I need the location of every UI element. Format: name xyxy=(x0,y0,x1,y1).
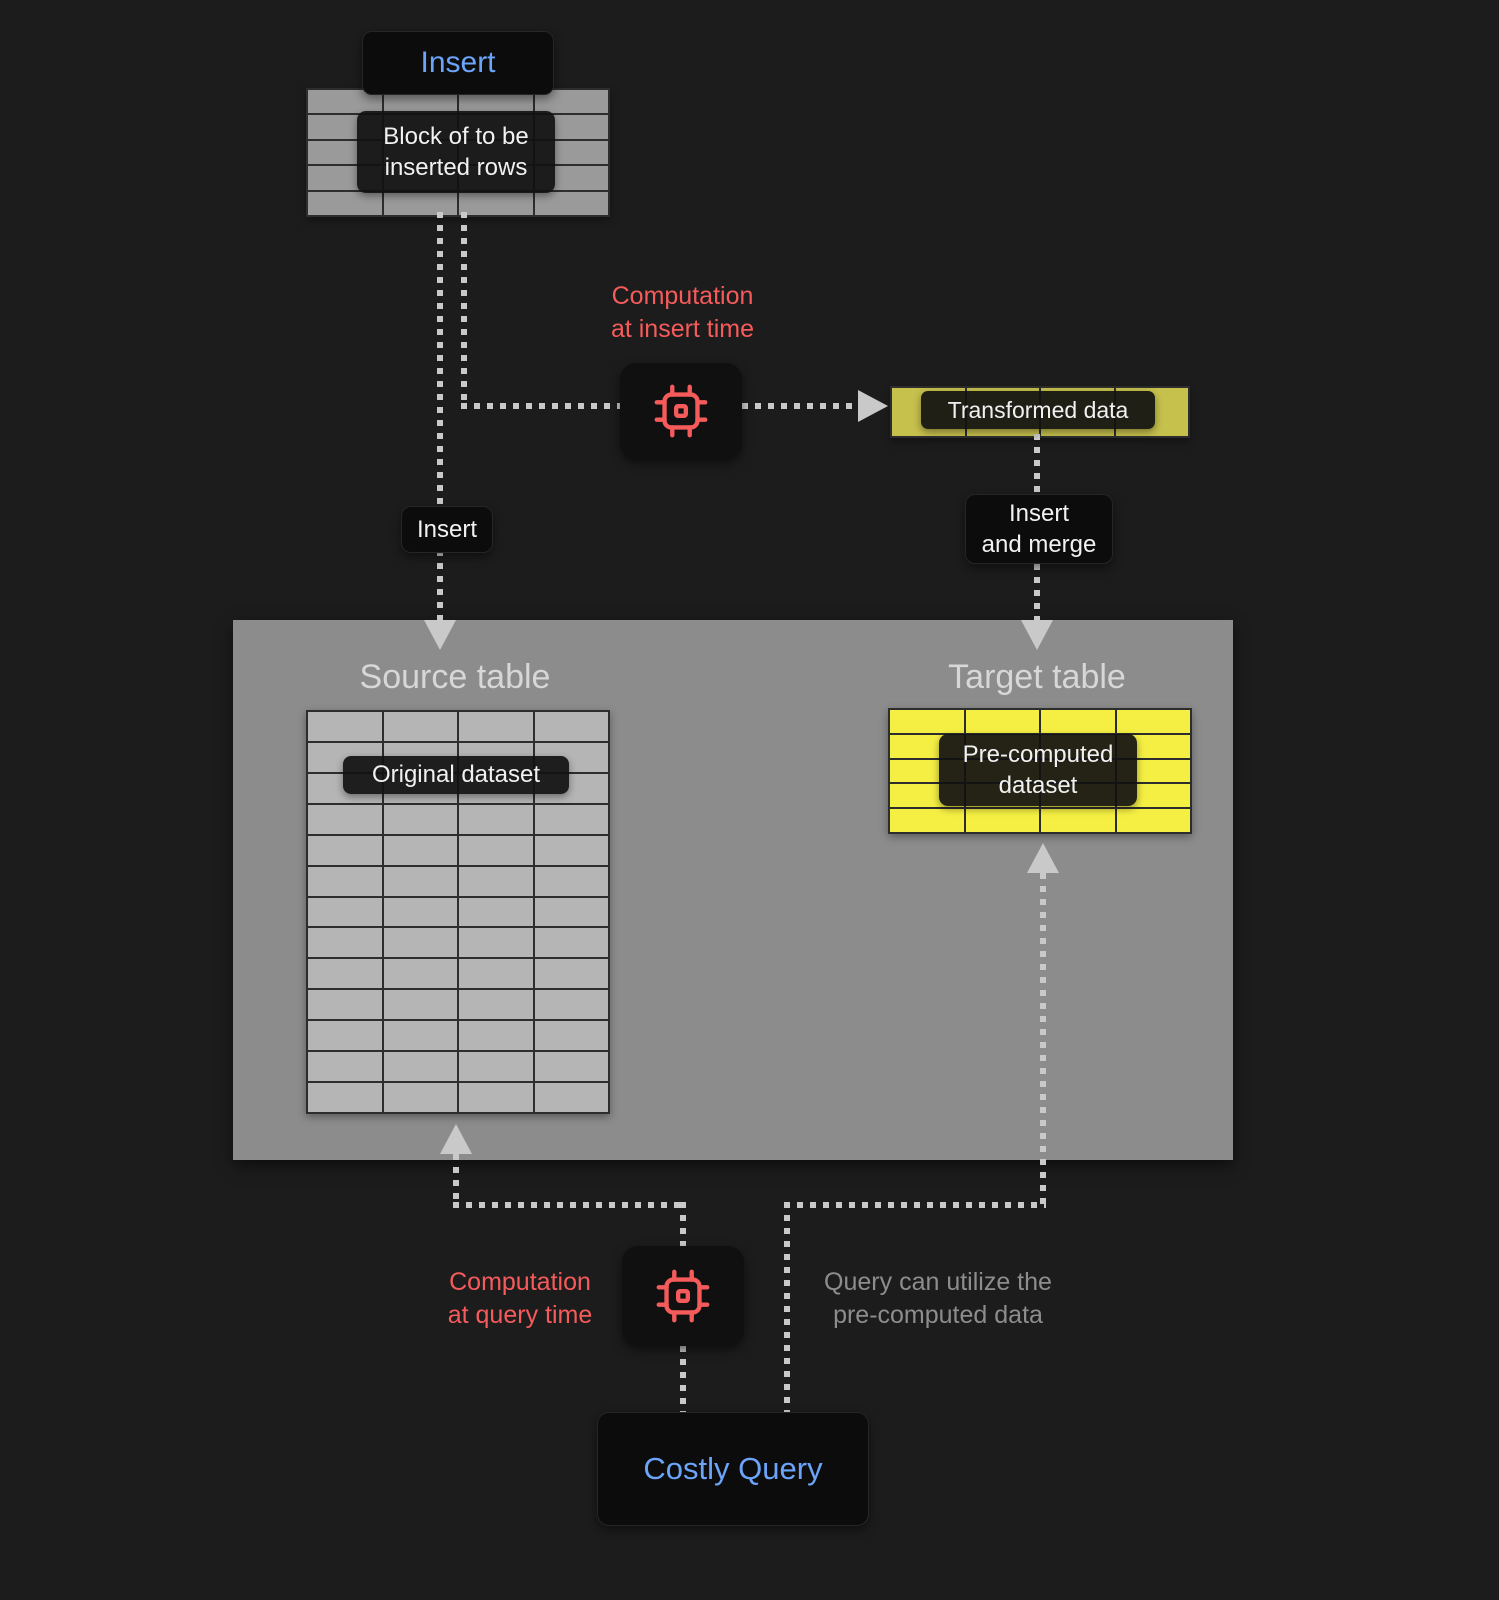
table-cell xyxy=(459,1021,533,1051)
table-cell xyxy=(534,804,608,834)
arrow-right-icon xyxy=(858,390,888,422)
insert-title-label: Insert xyxy=(420,46,496,79)
table-cell xyxy=(534,712,608,741)
insert-merge-label: Insert and merge xyxy=(965,494,1113,564)
table-cell xyxy=(965,809,1039,832)
table-cell xyxy=(534,866,608,896)
table-cell xyxy=(890,710,964,733)
table-cell xyxy=(308,928,382,958)
edge-costly-to-target-h xyxy=(784,1202,1046,1208)
table-cell xyxy=(534,191,608,215)
arrow-down-icon xyxy=(1021,620,1053,650)
edge-computation-to-transformed xyxy=(742,403,860,409)
table-cell xyxy=(534,835,608,865)
edge-block-to-source xyxy=(437,212,443,622)
table-cell xyxy=(459,897,533,927)
table-cell xyxy=(308,835,382,865)
computation-insert-label: Computation at insert time xyxy=(610,282,755,343)
table-cell xyxy=(383,1021,457,1051)
edge-costly-to-target-v xyxy=(1040,873,1046,1208)
table-cell xyxy=(534,90,608,114)
table-cell xyxy=(459,990,533,1020)
edge-costly-to-note-v xyxy=(784,1202,790,1412)
table-cell xyxy=(308,1021,382,1051)
table-cell xyxy=(534,990,608,1020)
table-cell xyxy=(965,710,1039,733)
table-cell xyxy=(308,191,382,215)
table-cell xyxy=(1041,809,1115,832)
table-cell xyxy=(383,928,457,958)
table-cell xyxy=(308,90,382,114)
table-cell xyxy=(308,712,382,741)
table-cell xyxy=(383,191,457,215)
table-cell xyxy=(308,804,382,834)
target-table-label: Pre-computed dataset xyxy=(939,734,1137,806)
table-cell xyxy=(534,897,608,927)
table-cell xyxy=(459,835,533,865)
edge-query-to-source-h xyxy=(453,1202,686,1208)
table-cell xyxy=(308,1083,382,1112)
target-table-title: Target table xyxy=(948,658,1126,696)
table-cell xyxy=(308,990,382,1020)
table-cell xyxy=(383,897,457,927)
table-cell xyxy=(459,928,533,958)
table-cell xyxy=(308,959,382,989)
table-cell xyxy=(383,1083,457,1112)
table-cell xyxy=(534,928,608,958)
table-cell xyxy=(459,804,533,834)
computation-query-node xyxy=(622,1246,744,1346)
table-cell xyxy=(459,712,533,741)
transformed-data-label: Transformed data xyxy=(921,391,1155,429)
source-table-title: Source table xyxy=(359,658,551,696)
table-cell xyxy=(459,191,533,215)
table-cell xyxy=(308,866,382,896)
table-cell xyxy=(308,1052,382,1082)
arrow-up-icon xyxy=(1027,843,1059,873)
table-cell xyxy=(1116,710,1190,733)
arrow-down-icon xyxy=(424,620,456,650)
edge-query-to-computation-v xyxy=(680,1202,686,1246)
edge-block-to-computation-v xyxy=(461,212,467,409)
table-cell xyxy=(459,959,533,989)
table-cell xyxy=(308,897,382,927)
table-cell xyxy=(383,866,457,896)
computation-insert-node xyxy=(620,363,742,459)
table-cell xyxy=(383,959,457,989)
query-utilize-note: Query can utilize the pre-computed data xyxy=(824,1268,1052,1329)
insert-title-box: Insert xyxy=(362,31,554,95)
table-cell xyxy=(459,1083,533,1112)
table-cell xyxy=(383,712,457,741)
source-table-label: Original dataset xyxy=(343,756,569,794)
table-cell xyxy=(383,835,457,865)
insert-edge-label: Insert xyxy=(401,506,493,553)
arrow-up-icon xyxy=(440,1124,472,1154)
edge-block-to-computation-h xyxy=(461,403,620,409)
table-cell xyxy=(459,1052,533,1082)
table-cell xyxy=(534,1083,608,1112)
insert-block-label: Block of to be inserted rows xyxy=(357,111,555,193)
table-cell xyxy=(1041,710,1115,733)
table-cell xyxy=(383,990,457,1020)
table-cell xyxy=(383,1052,457,1082)
table-cell xyxy=(534,1021,608,1051)
cpu-icon xyxy=(656,1269,710,1323)
cpu-icon xyxy=(654,384,708,438)
table-cell xyxy=(459,866,533,896)
edge-computation-to-costly xyxy=(680,1346,686,1412)
edge-query-to-source-v1 xyxy=(453,1154,459,1208)
table-cell xyxy=(534,959,608,989)
table-cell xyxy=(1116,809,1190,832)
computation-query-label: Computation at query time xyxy=(447,1268,593,1329)
costly-query-box: Costly Query xyxy=(597,1412,869,1526)
table-cell xyxy=(459,90,533,114)
costly-query-label: Costly Query xyxy=(643,1451,823,1486)
table-cell xyxy=(383,804,457,834)
table-cell xyxy=(890,809,964,832)
table-cell xyxy=(534,1052,608,1082)
table-cell xyxy=(383,90,457,114)
